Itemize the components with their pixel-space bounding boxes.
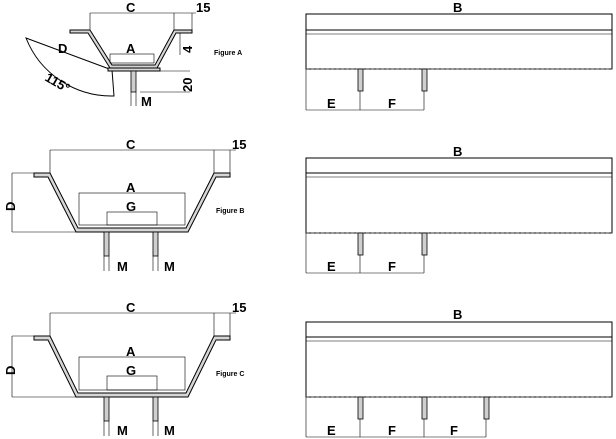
figure-c-cross-section: C 15 D A G M M Figure C bbox=[3, 300, 246, 438]
dim-d-label: D bbox=[58, 41, 67, 56]
figure-c-caption: Figure C bbox=[216, 371, 244, 378]
dim-d-label: D bbox=[3, 202, 18, 211]
angle-sector bbox=[25, 37, 115, 97]
dim-4-label: 4 bbox=[180, 45, 195, 53]
pin-1 bbox=[357, 396, 364, 420]
dim-a-label: A bbox=[126, 180, 136, 195]
figure-a-caption: Figure A bbox=[214, 50, 242, 57]
dim-d-label: D bbox=[3, 366, 18, 375]
dim-m-left-label: M bbox=[117, 259, 128, 274]
dim-b-label: B bbox=[453, 307, 462, 322]
dim-e-label: E bbox=[327, 96, 336, 111]
pin-2 bbox=[421, 232, 428, 256]
dim-c-label: C bbox=[126, 137, 136, 152]
dim-m-label: M bbox=[141, 94, 152, 109]
bottom-plate bbox=[107, 67, 161, 72]
side-body bbox=[305, 321, 613, 398]
figure-b-cross-section: C 15 D A G M M Figure B bbox=[3, 137, 246, 274]
trough-wall bbox=[33, 172, 231, 233]
trough-wall bbox=[69, 29, 193, 69]
pin-2 bbox=[421, 396, 428, 420]
figure-a-cross-section: C 15 D A 4 M 20 115° Figure A bbox=[25, 0, 242, 109]
dim-20-label: 20 bbox=[180, 78, 195, 92]
pin-1 bbox=[357, 232, 364, 256]
dim-15-label: 15 bbox=[196, 0, 210, 15]
dim-e-label: E bbox=[327, 423, 336, 438]
dim-m-right-label: M bbox=[164, 423, 175, 438]
pin-right bbox=[152, 231, 159, 257]
pin-left bbox=[103, 396, 110, 422]
pin-left bbox=[103, 231, 110, 257]
pin bbox=[130, 70, 137, 93]
dim-b-label: B bbox=[453, 144, 462, 159]
side-body bbox=[305, 13, 613, 70]
dim-f-label: F bbox=[388, 259, 396, 274]
dim-15-label: 15 bbox=[232, 300, 246, 315]
dim-m-right-label: M bbox=[164, 259, 175, 274]
pin-3 bbox=[483, 396, 490, 420]
dim-f-label: F bbox=[388, 96, 396, 111]
dim-e-label: E bbox=[327, 259, 336, 274]
dim-g-label: G bbox=[126, 199, 136, 214]
dim-b-label: B bbox=[453, 0, 462, 15]
dim-f-label-1: F bbox=[388, 423, 396, 438]
dim-g-label: G bbox=[126, 363, 136, 378]
dim-15-label: 15 bbox=[232, 137, 246, 152]
dim-a-label: A bbox=[126, 344, 136, 359]
side-body bbox=[305, 157, 613, 234]
dim-m-left-label: M bbox=[117, 423, 128, 438]
figure-b-caption: Figure B bbox=[216, 208, 244, 215]
dim-c-label: C bbox=[126, 300, 136, 315]
side-view-b: B E F bbox=[305, 144, 613, 274]
pin-right bbox=[152, 396, 159, 422]
side-view-c: B E F F bbox=[305, 307, 613, 438]
dim-a-label: A bbox=[126, 41, 136, 56]
dim-c-label: C bbox=[126, 0, 136, 15]
pin-1 bbox=[357, 68, 364, 92]
pin-2 bbox=[421, 68, 428, 92]
dim-f-label-2: F bbox=[450, 423, 458, 438]
trough-wall bbox=[33, 335, 231, 398]
side-view-a: B E F bbox=[305, 0, 613, 111]
